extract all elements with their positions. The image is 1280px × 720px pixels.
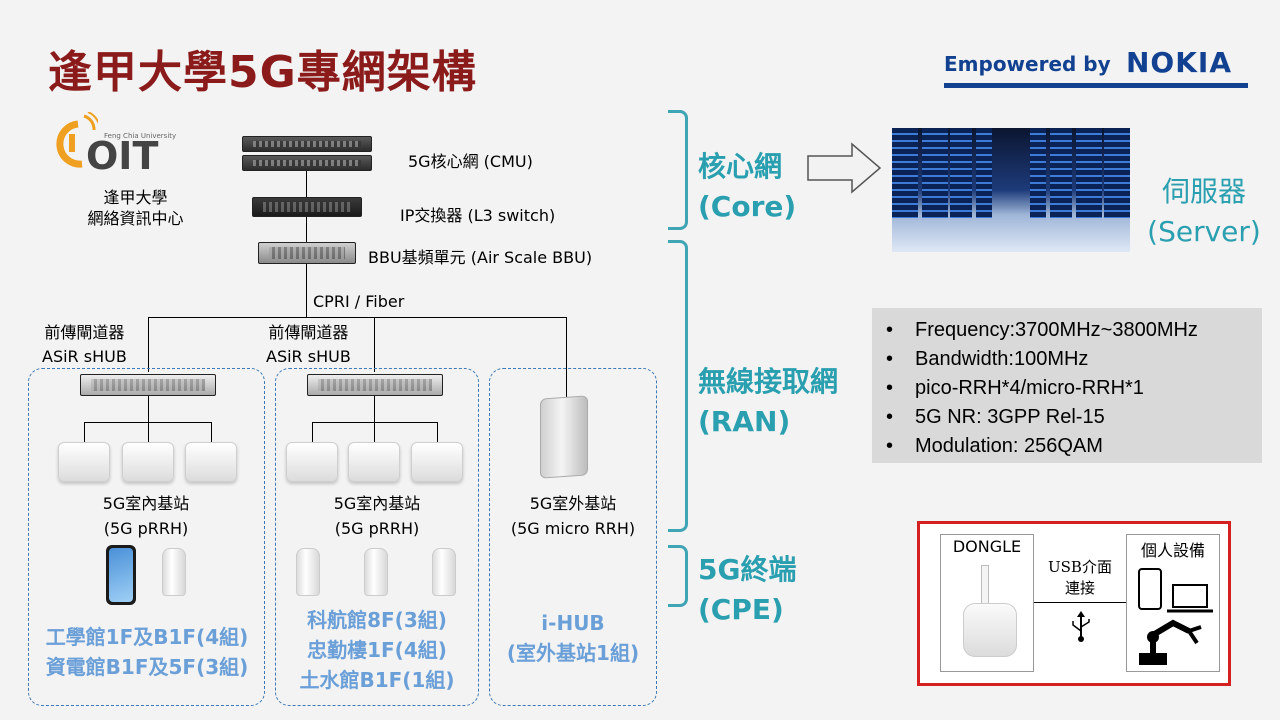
nokia-brand: Empowered by NOKIA	[944, 46, 1248, 88]
ran-bracket	[668, 240, 688, 532]
cmu-server-top	[242, 136, 372, 152]
station-label-3: 5G室外基站(5G micro RRH)	[510, 494, 636, 538]
personal-device-label: 個人設備	[1140, 541, 1205, 560]
dongle-device-icon	[963, 603, 1017, 657]
oit-abbr: OIT	[86, 134, 159, 178]
layer-ran: 無線接取網(RAN)	[698, 365, 839, 438]
oit-logo: Feng Chia University OIT 逢甲大學 網絡資訊中心	[48, 112, 198, 228]
prrh-unit	[286, 442, 338, 482]
core-bracket	[668, 110, 688, 230]
spec-item: Frequency:3700MHz~3800MHz	[886, 316, 1262, 345]
cpri-label: CPRI / Fiber	[313, 292, 405, 311]
cpe-router-icon	[364, 548, 388, 596]
layer-core: 核心網(Core)	[698, 150, 797, 223]
oit-name-line2: 網絡資訊中心	[87, 209, 184, 228]
shub-device-1	[80, 374, 216, 396]
page-title: 逢甲大學5G專網架構	[48, 47, 477, 98]
prrh-unit	[185, 442, 237, 482]
usb-connection-label: USB介面連接	[1048, 558, 1112, 597]
cpe-bracket	[668, 545, 688, 607]
group-box-2	[275, 368, 479, 706]
l3-switch	[252, 197, 362, 217]
bbu-unit	[258, 242, 356, 264]
prrh-unit	[58, 442, 110, 482]
oit-name-line1: 逢甲大學	[103, 188, 168, 207]
devices-icon	[1138, 568, 1213, 665]
personal-device-panel: 個人設備	[1126, 534, 1220, 672]
layer-cpe: 5G終端(CPE)	[698, 553, 797, 626]
arrow-right-icon	[807, 142, 882, 194]
oit-university-en: Feng Chia University	[104, 132, 177, 140]
smartphone-icon	[106, 545, 136, 605]
prrh-unit	[348, 442, 400, 482]
spec-item: Bandwidth:100MHz	[886, 345, 1262, 374]
oit-swirl-icon	[56, 112, 98, 168]
locations-1: 工學館1F及B1F(4組)資電館B1F及5F(3組)	[45, 625, 249, 679]
bbu-label: BBU基頻單元 (Air Scale BBU)	[368, 248, 593, 267]
datacenter-image	[892, 128, 1130, 252]
brand-prefix: Empowered by	[944, 52, 1111, 76]
cpe-router-icon	[296, 548, 320, 596]
spec-list: Frequency:3700MHz~3800MHz Bandwidth:100M…	[872, 308, 1262, 463]
switch-label: IP交換器 (L3 switch)	[400, 206, 556, 225]
spec-item: Modulation: 256QAM	[886, 432, 1262, 461]
locations-3: i-HUB(室外基站1組)	[506, 611, 640, 665]
station-label-2: 5G室內基站(5G pRRH)	[333, 494, 421, 538]
group-box-1	[28, 368, 265, 706]
shub-device-2	[307, 374, 443, 396]
cpe-router-icon	[162, 548, 186, 596]
dongle-panel: DONGLE	[940, 534, 1034, 672]
cpe-device-box: DONGLE USB介面連接 個人設備	[917, 521, 1231, 686]
spec-item: 5G NR: 3GPP Rel-15	[886, 403, 1262, 432]
micro-rrh-unit	[540, 395, 588, 479]
usb-icon	[1072, 611, 1090, 642]
cpe-router-icon	[432, 548, 456, 596]
cmu-server-bottom	[242, 155, 372, 171]
spec-item: pico-RRH*4/micro-RRH*1	[886, 374, 1262, 403]
dongle-label: DONGLE	[952, 537, 1022, 556]
locations-2: 科航館8F(3組)忠勤樓1F(4組)土水館B1F(1組)	[299, 608, 455, 692]
prrh-unit	[122, 442, 174, 482]
nokia-logo: NOKIA	[1126, 46, 1233, 79]
station-label-1: 5G室內基站(5G pRRH)	[102, 494, 190, 538]
cmu-label: 5G核心網 (CMU)	[408, 152, 533, 171]
server-label: 伺服器(Server)	[1147, 175, 1261, 248]
group-box-3	[489, 368, 657, 706]
usb-cable	[981, 565, 989, 605]
prrh-unit	[411, 442, 463, 482]
